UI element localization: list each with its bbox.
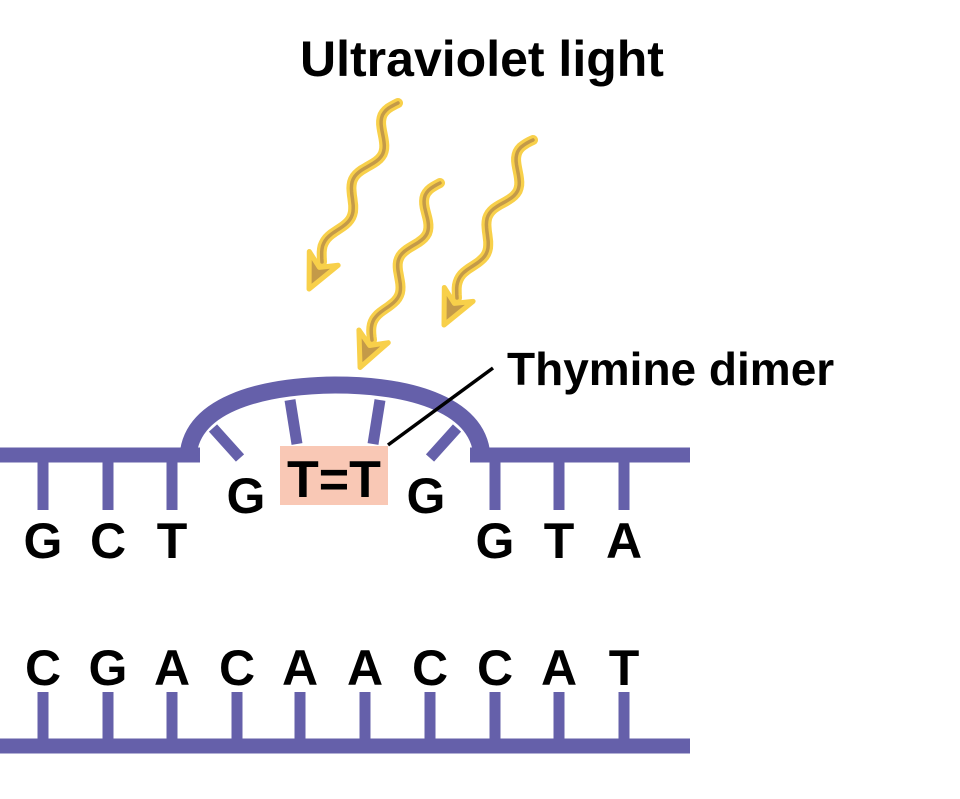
base-letter: C [412, 640, 448, 696]
uv-light-arrows [306, 98, 538, 371]
uv-arrow [306, 98, 403, 292]
upper-backbone-bulge [179, 376, 491, 463]
base-tick [367, 399, 386, 445]
base-letter: A [541, 640, 577, 696]
base-tick [284, 399, 303, 445]
arrowhead-icon [306, 248, 341, 292]
uv-arrow [441, 135, 538, 328]
base-letter: C [90, 513, 126, 569]
base-letter: G [89, 640, 128, 696]
base-letter: A [282, 640, 318, 696]
base-letter: T [609, 640, 640, 696]
uv-arrow [356, 178, 445, 371]
upper-strand [0, 376, 690, 510]
base-tick [208, 424, 245, 462]
base-letter: T [544, 513, 575, 569]
dimer-text: T=T [287, 451, 381, 509]
base-letter: A [606, 513, 642, 569]
base-tick [425, 424, 462, 462]
diagram-title: Ultraviolet light [300, 31, 664, 87]
base-letter: G [24, 513, 63, 569]
base-letter: T [157, 513, 188, 569]
base-letter: C [219, 640, 255, 696]
base-letter: G [227, 468, 266, 524]
base-letter: A [154, 640, 190, 696]
base-letter: C [477, 640, 513, 696]
arrowhead-icon [356, 327, 391, 371]
dimer-leader-line [386, 366, 495, 447]
dimer-highlight-box [280, 446, 388, 505]
base-letter: C [25, 640, 61, 696]
arrowhead-icon [441, 284, 476, 328]
dimer-label: Thymine dimer [507, 343, 834, 395]
base-letter: G [407, 468, 446, 524]
base-letter: A [347, 640, 383, 696]
base-letter: G [476, 513, 515, 569]
